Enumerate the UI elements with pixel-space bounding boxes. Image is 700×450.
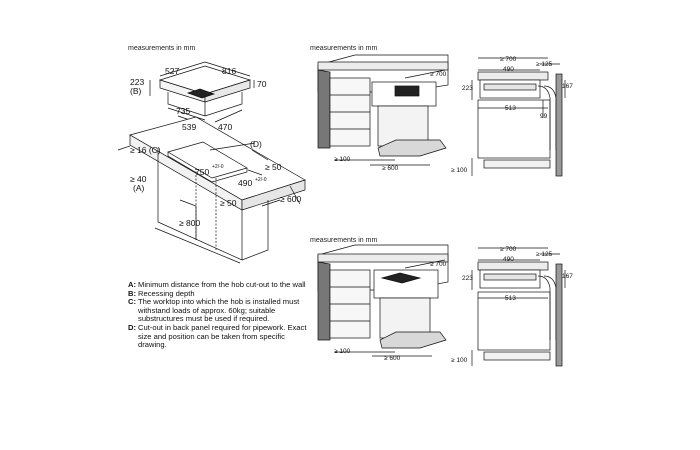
legend: A: Minimum distance from the hob cut-out…	[128, 280, 313, 350]
legend-key: D:	[128, 322, 137, 332]
dim-cutout-depth: 490	[238, 178, 252, 188]
legend-item-a: A: Minimum distance from the hob cut-out…	[128, 280, 313, 290]
legend-text: Cut-out in back panel required for pipew…	[138, 322, 307, 350]
legend-key: C:	[128, 297, 137, 307]
label-a: (A)	[133, 183, 145, 193]
front-view-bottom	[317, 244, 449, 357]
label-pipework-d: (D)	[250, 139, 262, 149]
dim-front-top-600: ≥ 600	[382, 165, 399, 172]
side-view-bottom	[471, 247, 566, 367]
dim-hob-width: 816	[222, 66, 236, 76]
dim-side-top-h167: 167	[562, 83, 573, 90]
dim-front-top-700: ≥ 700	[430, 71, 447, 78]
dim-front-bottom-100: ≥ 100	[334, 348, 351, 355]
dim-worktop-thickness: ≥ 16 (C)	[130, 145, 161, 155]
dim-cutout-width: 750	[195, 167, 209, 177]
dim-hob-depth: 527	[165, 66, 179, 76]
dim-side-bottom-h167: 167	[562, 273, 573, 280]
dim-side-bottom-w125: ≥ 125	[536, 251, 553, 258]
dim-min-wall: ≥ 40	[130, 174, 147, 184]
legend-item-b: B: Recessing depth	[128, 288, 313, 299]
dim-side-top-w125: ≥ 125	[536, 61, 553, 68]
dim-front-top-100: ≥ 100	[334, 156, 351, 163]
dim-side-bottom-b100: ≥ 100	[451, 357, 468, 364]
dim-recess-depth: 223	[130, 77, 144, 87]
tol-cutout-depth: +2/-0	[255, 177, 267, 183]
dim-side-top-w700: ≥ 700	[500, 56, 517, 63]
dim-front-bottom-600: ≥ 600	[384, 355, 401, 362]
legend-key: B:	[128, 288, 137, 298]
dim-side-top-b100: ≥ 100	[451, 167, 468, 174]
dim-side-bottom-h223: 223	[462, 275, 473, 282]
dim-side-top-w490: 490	[503, 66, 514, 73]
tol-cutout-width: +2/-0	[212, 164, 224, 170]
dim-side-bottom-w700: ≥ 700	[500, 246, 517, 253]
legend-text: Recessing depth	[138, 288, 195, 298]
label-recess-b: (B)	[130, 86, 142, 96]
dim-side-top-h223: 223	[462, 85, 473, 92]
dim-hob-height: 70	[257, 79, 267, 89]
dim-back-50: ≥ 50	[265, 162, 282, 172]
caption-measurements-left: measurements in mm	[128, 45, 196, 52]
worktop-3d-view	[117, 116, 306, 264]
legend-text: Minimum distance from the hob cut-out to…	[138, 280, 306, 289]
legend-item-c: C: The worktop into which the hob is ins…	[128, 297, 313, 324]
dim-side-top-h99: 99	[540, 113, 548, 120]
legend-text: The worktop into which the hob is instal…	[138, 297, 300, 324]
dim-side-bottom-w490: 490	[503, 256, 514, 263]
dim-side-top-w513: 513	[505, 105, 516, 112]
side-view-top	[471, 57, 566, 177]
dim-front-bottom-700: ≥ 700	[430, 261, 447, 268]
legend-item-d: D: Cut-out in back panel required for pi…	[128, 322, 313, 350]
dim-side-bottom-w513: 513	[505, 295, 516, 302]
dim-depth-600: ≥ 600	[280, 194, 301, 204]
hob-3d-view	[149, 61, 255, 126]
legend-key: A:	[128, 280, 137, 289]
front-view-top	[317, 54, 449, 166]
dim-cabinet-800: ≥ 800	[179, 218, 200, 228]
dim-cut-width: 735	[176, 106, 190, 116]
caption-measurements-bottom-right: measurements in mm	[310, 237, 378, 244]
caption-measurements-top-right: measurements in mm	[310, 45, 378, 52]
dim-cut-inner: 539	[182, 122, 196, 132]
dim-cut-depth: 470	[218, 122, 232, 132]
dim-front-50: ≥ 50	[220, 198, 237, 208]
